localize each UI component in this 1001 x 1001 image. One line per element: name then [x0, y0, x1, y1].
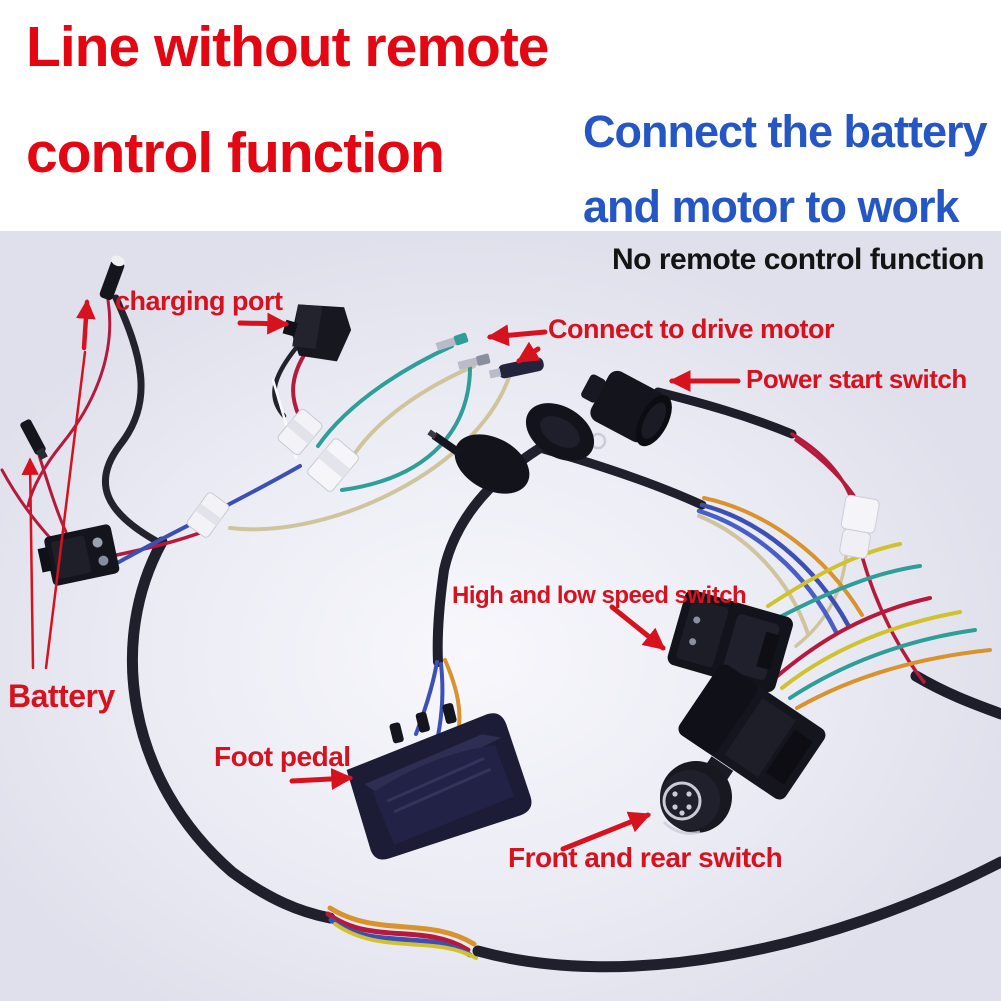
high-low-arrow: [609, 604, 666, 651]
battery-line-2: [44, 350, 87, 670]
photo-background: [0, 231, 1001, 1001]
label-battery: Battery: [8, 678, 115, 714]
title-line-1: Line without remote: [26, 15, 549, 79]
charging-port-connector: [282, 304, 352, 362]
keys-on-ring: [427, 403, 607, 494]
label-connect-drive-motor: Connect to drive motor: [548, 314, 835, 344]
label-front-rear-switch: Front and rear switch: [508, 842, 783, 873]
high-low-speed-rocker-switch: [667, 590, 793, 693]
foot-pedal-arrow: [289, 767, 354, 790]
charging-terminal-arrow: [76, 299, 96, 351]
charging-port-arrow: [237, 312, 290, 335]
title-line-2: control function: [26, 121, 445, 185]
battery-line-1: [21, 457, 39, 670]
subtitle-line-1: Connect the battery: [583, 106, 988, 157]
power-start-key-switch: [427, 370, 672, 494]
subtitle-line-2: and motor to work: [583, 181, 959, 232]
drive-motor-arrow-1: [486, 324, 548, 347]
charging-port-terminal: [99, 255, 125, 301]
white-wire-connectors: [186, 408, 880, 559]
label-high-low-speed-switch: High and low speed switch: [452, 582, 747, 609]
note-no-remote: No remote control function: [612, 243, 985, 276]
label-charging-port: charging port: [115, 286, 283, 316]
front-rear-arrow: [560, 811, 652, 852]
drive-motor-arrow-2: [516, 341, 541, 364]
label-foot-pedal: Foot pedal: [214, 741, 351, 772]
wiring-loom: [26, 294, 1001, 973]
front-rear-gear-switch: [660, 664, 826, 835]
foot-pedal-switch: [346, 703, 532, 860]
battery-terminal: [20, 419, 48, 461]
label-power-start-switch: Power start switch: [746, 364, 967, 394]
annotation-arrows: [21, 299, 741, 852]
